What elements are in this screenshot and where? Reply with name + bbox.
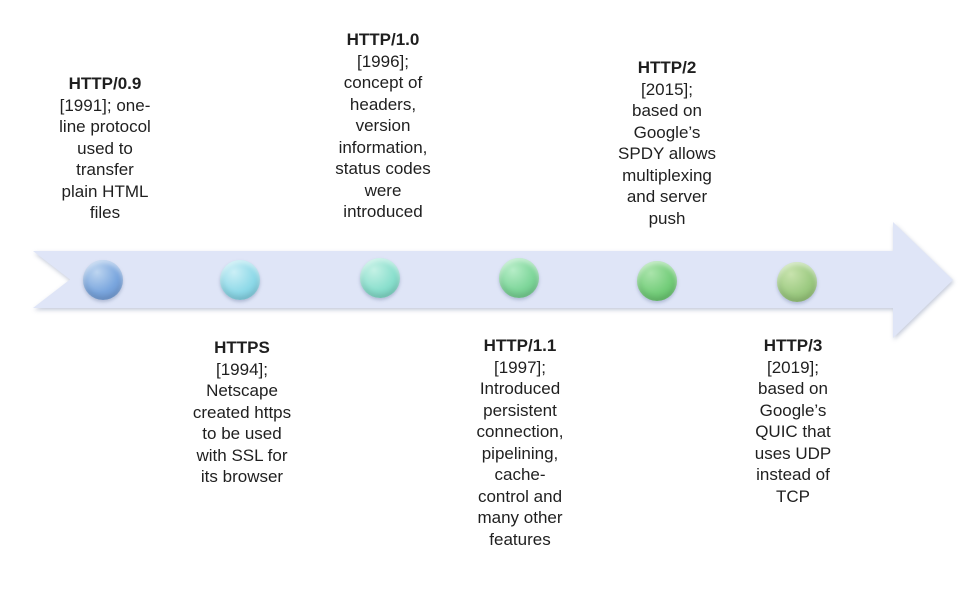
timeline-dot-http3	[777, 262, 817, 302]
event-description: [1991]; one- line protocol used to trans…	[59, 95, 151, 223]
event-description: [2015]; based on Google’s SPDY allows mu…	[618, 79, 716, 228]
event-title: HTTPS	[214, 338, 270, 357]
event-description: [2019]; based on Google’s QUIC that uses…	[754, 357, 832, 506]
event-https: HTTPS [1994]; Netscape created https to …	[167, 337, 317, 488]
event-description: [1994]; Netscape created https to be use…	[192, 359, 292, 487]
event-http2: HTTP/2 [2015]; based on Google’s SPDY al…	[592, 57, 742, 229]
event-http3: HTTP/3 [2019]; based on Google’s QUIC th…	[718, 335, 868, 507]
event-http09: HTTP/0.9 [1991]; one- line protocol used…	[30, 73, 180, 224]
event-http10: HTTP/1.0 [1996]; concept of headers, ver…	[308, 29, 458, 223]
event-title: HTTP/3	[763, 336, 823, 355]
timeline-dot-http11	[499, 258, 539, 298]
timeline-dot-http2	[637, 261, 677, 301]
event-title: HTTP/1.1	[483, 336, 557, 355]
event-description: [1997]; Introduced persistent connection…	[476, 357, 564, 549]
timeline-dot-http10	[360, 258, 400, 298]
event-title: HTTP/2	[637, 58, 697, 77]
timeline-dot-https	[220, 260, 260, 300]
arrow-shape	[33, 222, 953, 338]
event-description: [1996]; concept of headers, version info…	[335, 51, 431, 222]
timeline-dot-http09	[83, 260, 123, 300]
event-title: HTTP/0.9	[68, 74, 142, 93]
event-title: HTTP/1.0	[346, 30, 420, 49]
event-http11: HTTP/1.1 [1997]; Introduced persistent c…	[445, 335, 595, 550]
